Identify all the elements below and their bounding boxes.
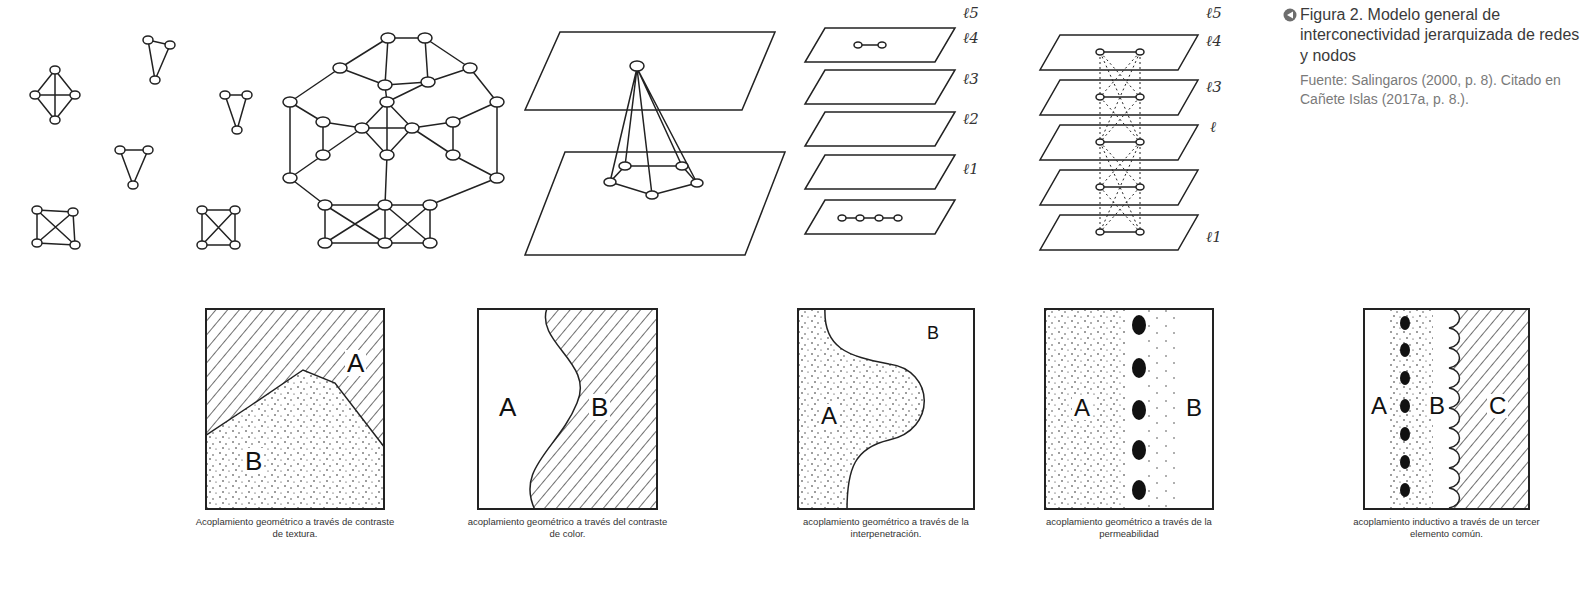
level-label: ℓ <box>1210 120 1216 135</box>
box-caption: Acoplamiento geométrico a través de cont… <box>190 516 400 541</box>
region-letter: B <box>589 394 610 420</box>
level-label: ℓ5 <box>1206 6 1222 21</box>
network-graph <box>290 38 497 243</box>
level-label: ℓ2 <box>963 112 979 127</box>
figure-source: Fuente: Salingaros (2000, p. 8). Citado … <box>1300 71 1585 109</box>
box-caption: acoplamiento inductivo a través de un te… <box>1342 516 1552 541</box>
figure-icon <box>1284 9 1297 22</box>
region-letter: C <box>1487 394 1508 418</box>
region-letter: A <box>819 404 839 428</box>
level-label: ℓ1 <box>1206 230 1222 245</box>
region-letter: A <box>345 350 366 376</box>
interconnected-stack <box>1040 35 1198 250</box>
coupling-sketch <box>205 308 385 510</box>
level-stack <box>805 28 955 234</box>
coupling-box: ABAcoplamiento geométrico a través de co… <box>205 308 385 510</box>
region-letter: A <box>497 394 518 420</box>
coupling-box: ABacoplamiento geométrico a través del c… <box>477 308 658 510</box>
figure-caption-block: Figura 2. Modelo general de interconecti… <box>1300 5 1585 109</box>
coupling-box: ABacoplamiento geométrico a través de la… <box>797 308 975 510</box>
region-letter: B <box>925 324 941 342</box>
level-label: ℓ3 <box>963 72 979 87</box>
coupling-box: ABacoplamiento geométrico a través de la… <box>1044 308 1214 510</box>
box-caption: acoplamiento geométrico a través de la p… <box>1024 516 1234 541</box>
box-caption: acoplamiento geométrico a través de la i… <box>781 516 991 541</box>
two-level-pyramid <box>525 32 785 255</box>
region-letter: A <box>1369 394 1389 418</box>
coupling-box: ABCacoplamiento inductivo a través de un… <box>1363 308 1530 510</box>
region-letter: B <box>1184 396 1204 420</box>
small-graphs <box>35 40 247 245</box>
level-label: ℓ4 <box>1206 34 1222 49</box>
region-letter: B <box>1427 394 1447 418</box>
level-label: ℓ3 <box>1206 80 1222 95</box>
level-label: ℓ4 <box>963 31 979 46</box>
level-label: ℓ5 <box>963 6 979 21</box>
figure-title: Figura 2. Modelo general de interconecti… <box>1300 5 1585 66</box>
region-letter: B <box>243 448 264 474</box>
region-letter: A <box>1072 396 1092 420</box>
box-caption: acoplamiento geométrico a través del con… <box>463 516 673 541</box>
level-label: ℓ1 <box>963 162 979 177</box>
